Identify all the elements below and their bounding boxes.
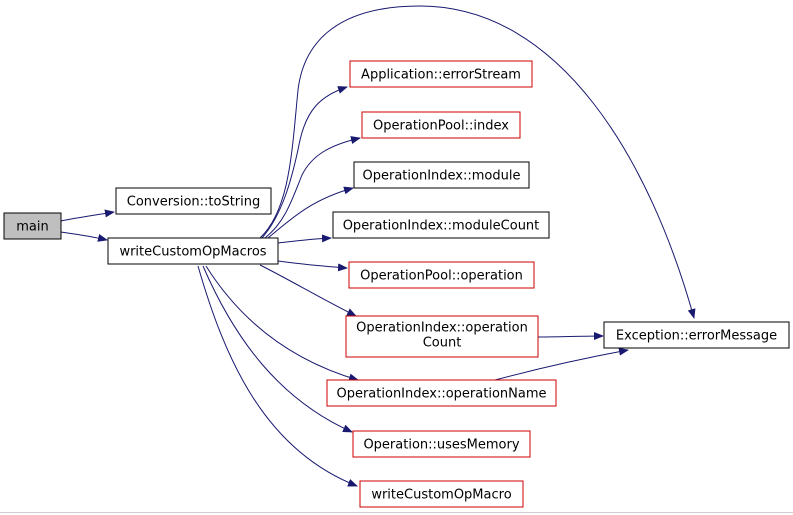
node-operationindex-modulecount[interactable]: OperationIndex::moduleCount	[332, 211, 550, 239]
edge-write-custom-op-macros-to-operationindex-module	[267, 186, 354, 239]
node-exception-errormessage[interactable]: Exception::errorMessage	[603, 321, 790, 349]
svg-text:OperationIndex::operation: OperationIndex::operation	[356, 321, 528, 336]
bottom-divider	[0, 512, 793, 513]
edge-write-custom-op-macros-to-operationpool-operation	[277, 260, 348, 272]
svg-text:main: main	[16, 220, 48, 235]
edge-write-custom-op-macros-to-operationindex-operationcount	[259, 264, 357, 317]
edge-write-custom-op-macros-to-exception-errormessage	[259, 5, 696, 319]
node-application-errorstream[interactable]: Application::errorStream	[349, 60, 533, 88]
svg-text:Count: Count	[423, 336, 462, 351]
edge-write-custom-op-macros-to-operation-usesmemory	[202, 265, 353, 433]
svg-text:writeCustomOpMacros: writeCustomOpMacros	[119, 245, 266, 260]
svg-text:Application::errorStream: Application::errorStream	[361, 68, 521, 83]
node-conversion-tostring[interactable]: Conversion::toString	[115, 187, 272, 215]
edge-main-to-write-custom-op-macros	[60, 231, 108, 242]
svg-text:Exception::errorMessage: Exception::errorMessage	[616, 329, 777, 344]
edge-write-custom-op-macros-to-operationpool-index	[264, 136, 361, 239]
edge-write-custom-op-macros-to-application-errorstream	[261, 86, 348, 239]
svg-text:Operation::usesMemory: Operation::usesMemory	[363, 438, 519, 453]
node-operationindex-module[interactable]: OperationIndex::module	[353, 161, 530, 189]
node-operationpool-index[interactable]: OperationPool::index	[361, 111, 521, 139]
edge-write-custom-op-macros-to-operationindex-operationname	[205, 265, 359, 382]
edge-main-to-conversion-tostring	[60, 209, 115, 222]
svg-text:Conversion::toString: Conversion::toString	[127, 195, 261, 210]
node-write-custom-op-macros[interactable]: writeCustomOpMacros	[107, 237, 279, 265]
node-main[interactable]: main	[3, 212, 62, 240]
svg-text:OperationPool::operation: OperationPool::operation	[360, 269, 523, 284]
svg-text:OperationIndex::module: OperationIndex::module	[363, 169, 521, 184]
edge-operationindex-operationcount-to-exception-errormessage	[537, 332, 604, 341]
node-operationindex-operationname[interactable]: OperationIndex::operationName	[326, 379, 557, 407]
edge-write-custom-op-macros-to-write-custom-op-macro	[197, 265, 358, 487]
node-write-custom-op-macro[interactable]: writeCustomOpMacro	[359, 480, 524, 508]
svg-text:OperationIndex::moduleCount: OperationIndex::moduleCount	[343, 219, 540, 234]
svg-text:writeCustomOpMacro: writeCustomOpMacro	[371, 488, 511, 503]
svg-text:OperationIndex::operationName: OperationIndex::operationName	[336, 387, 546, 402]
svg-text:OperationPool::index: OperationPool::index	[373, 119, 509, 134]
node-operation-usesmemory[interactable]: Operation::usesMemory	[352, 430, 531, 458]
node-operationpool-operation[interactable]: OperationPool::operation	[348, 261, 535, 289]
edge-write-custom-op-macros-to-operationindex-modulecount	[277, 234, 332, 244]
node-operationindex-operationcount[interactable]: OperationIndex::operation Count	[345, 315, 539, 358]
edge-operationindex-operationname-to-exception-errormessage	[494, 347, 629, 381]
